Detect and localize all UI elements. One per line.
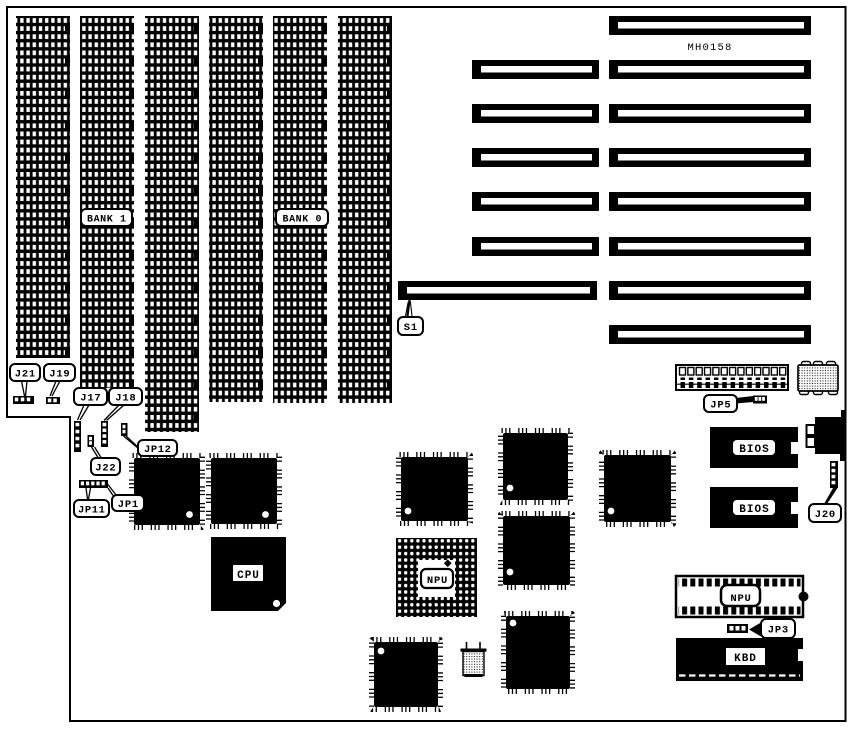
svg-text:BIOS: BIOS [739,504,769,516]
svg-text:JP11: JP11 [78,505,106,517]
svg-text:JP12: JP12 [144,444,172,456]
svg-text:J18: J18 [115,393,136,405]
svg-text:NPU: NPU [427,575,448,587]
svg-text:S1: S1 [404,322,418,334]
svg-text:J20: J20 [815,509,836,521]
svg-text:JP3: JP3 [768,625,789,637]
svg-text:BIOS: BIOS [739,444,769,456]
svg-text:J17: J17 [80,393,101,405]
svg-text:J21: J21 [15,369,36,381]
svg-text:BANK 0: BANK 0 [282,215,322,226]
svg-text:J22: J22 [95,463,116,475]
svg-text:NPU: NPU [730,593,751,605]
svg-text:J19: J19 [49,369,70,381]
svg-text:CPU: CPU [237,570,260,582]
svg-text:BANK 1: BANK 1 [87,215,127,226]
svg-text:KBD: KBD [734,653,757,665]
svg-text:JP5: JP5 [710,400,731,412]
svg-text:JP1: JP1 [118,499,139,511]
svg-text:MH0158: MH0158 [687,42,732,54]
